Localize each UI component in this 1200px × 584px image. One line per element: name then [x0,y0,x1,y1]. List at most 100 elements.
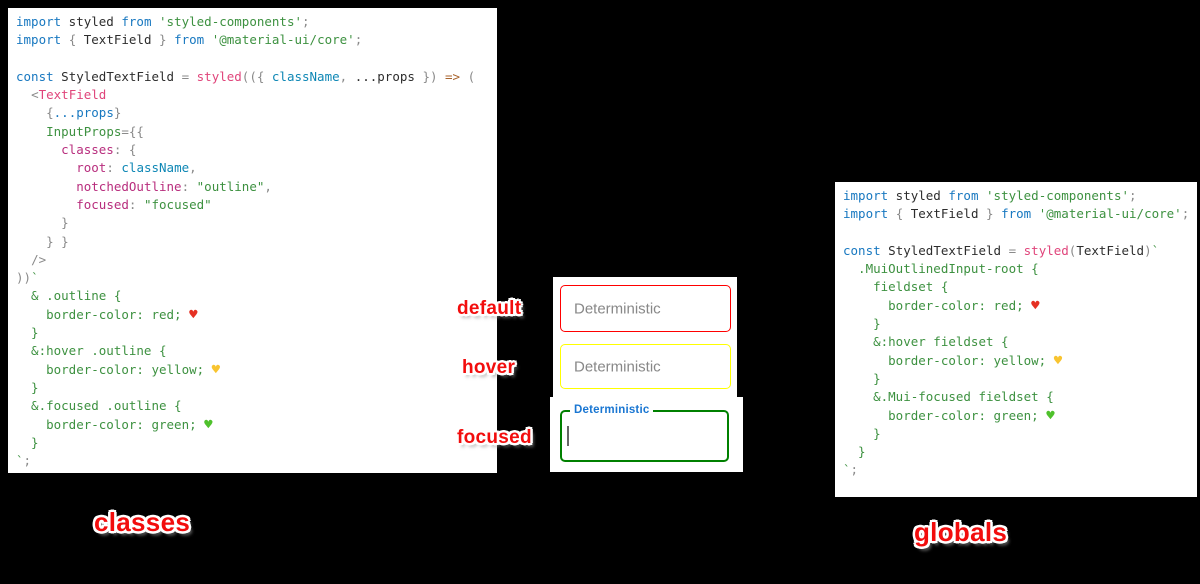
code-line: classes: { [16,141,497,159]
code-token: { [68,32,77,48]
code-token: '@material-ui/core' [1038,206,1182,222]
code-line: ))` [16,269,497,287]
code-token: .MuiOutlinedInput-root { [843,261,1039,277]
code-line: <TextField [16,86,497,104]
code-token [61,32,69,47]
code-token: TextField [76,32,160,48]
code-token: import [843,188,889,203]
code-token: border-color: red; [16,306,190,322]
code-line: `; [16,452,497,470]
textfield-focused[interactable]: Deterministic [560,404,729,462]
code-line: border-color: yellow; ♥ [843,352,1197,370]
code-line: } [843,315,1197,333]
heart-icon: ♥ [189,306,198,323]
code-token: styled [196,68,242,84]
code-token: className [121,160,190,176]
code-line: fieldset { [843,278,1197,296]
annotation-hover: hover [462,357,516,378]
code-line: } [16,434,497,452]
code-line [16,50,497,68]
code-token: ; [850,462,859,478]
code-token: StyledTextField [53,68,182,84]
code-token [1031,206,1039,221]
code-token: &.focused .outline { [16,398,182,414]
code-token: } [61,215,69,231]
code-token: = [181,68,190,84]
code-line: const StyledTextField = styled(({ classN… [16,68,497,86]
code-token: { [46,105,54,121]
code-token: border-color: red; [843,297,1032,313]
code-panel-classes: import styled from 'styled-components';i… [8,8,497,473]
code-token: ; [1129,188,1137,203]
code-token: import [843,206,889,222]
code-token: }) [414,68,446,84]
textfield-default[interactable]: Deterministic [560,285,731,332]
heart-icon: ♥ [1031,297,1040,314]
code-token [16,105,46,120]
annotation-default: default [457,298,522,319]
code-line [843,224,1197,242]
code-token: } } [46,233,69,249]
code-token: : [106,160,122,176]
code-line: &:hover fieldset { [843,333,1197,351]
code-token [1016,243,1024,258]
code-token: ` [843,462,851,478]
code-token [16,179,76,194]
code-token: focused [76,196,129,212]
code-token [888,206,896,221]
code-line: border-color: yellow; ♥ [16,361,497,379]
code-token: } [843,425,881,441]
textfield-hover-placeholder: Deterministic [574,358,661,375]
code-token: ...props [354,68,415,84]
code-line: border-color: red; ♥ [16,306,497,324]
code-token: import [16,14,62,29]
code-token: , [339,68,355,84]
code-token: TextField [903,206,987,222]
code-token: => [445,68,461,84]
textfield-hover[interactable]: Deterministic [560,344,731,389]
code-token: )) [16,270,32,286]
code-line: border-color: red; ♥ [843,297,1197,315]
code-token: & .outline { [16,288,122,304]
code-token [978,188,986,203]
code-token: from [174,32,205,48]
code-line: & .outline { [16,287,497,305]
code-line: import { TextField } from '@material-ui/… [843,205,1197,223]
code-token: &:hover fieldset { [843,334,1009,350]
code-token: } [986,206,994,222]
code-line: } [16,324,497,342]
code-line: InputProps={{ [16,123,497,141]
code-token: /> [31,251,47,267]
code-line: } [16,214,497,232]
code-token: ; [354,32,363,48]
code-line: } [843,425,1197,443]
code-line: `; [843,461,1197,479]
code-token: &.Mui-focused fieldset { [843,389,1054,405]
code-line: &:hover .outline { [16,342,497,360]
code-token: ( [1068,242,1077,258]
code-token: styled [1023,242,1069,258]
code-token: (({ [241,68,272,84]
code-lines-globals: import styled from 'styled-components';i… [835,182,1197,480]
code-line: /> [16,251,497,269]
code-token [189,69,197,84]
code-token [16,87,31,102]
code-line: focused: "focused" [16,196,497,214]
caption-classes: classes [94,507,191,537]
code-line: import { TextField } from '@material-ui/… [16,31,497,49]
code-token: "focused" [143,196,212,212]
code-line: &.focused .outline { [16,397,497,415]
code-token [16,142,61,157]
code-token [204,32,212,47]
code-token: } [16,325,39,341]
code-token: border-color: yellow; [16,361,212,377]
code-token: &:hover .outline { [16,343,167,359]
code-line: border-color: green; ♥ [16,416,497,434]
code-line: } [843,443,1197,461]
code-token: from [948,188,979,203]
code-token: ) [1144,242,1152,258]
code-token [16,215,61,230]
code-token [16,234,46,249]
code-token [16,124,46,139]
code-line: border-color: green; ♥ [843,407,1197,425]
